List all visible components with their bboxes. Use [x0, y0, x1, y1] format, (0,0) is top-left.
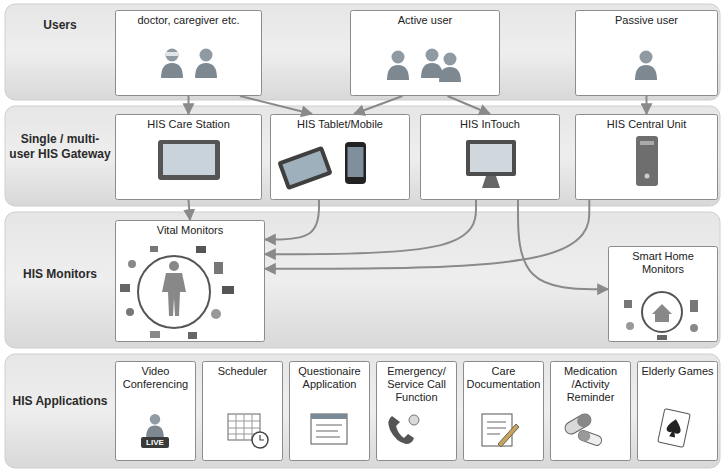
elderly-games-icon — [658, 409, 691, 448]
component-box: Elderly Games — [637, 361, 718, 461]
band-ground — [5, 4, 720, 100]
band-ground — [5, 106, 720, 206]
passive-user-icon — [635, 51, 657, 81]
band-label: Users — [9, 18, 111, 33]
connector-arrow — [448, 96, 491, 114]
component-box: Medication /Activity Reminder — [550, 361, 631, 461]
central-unit-icon — [636, 136, 658, 186]
connector-arrow — [265, 200, 319, 240]
box-label: doctor, caregiver etc. — [115, 10, 262, 27]
vital-monitors-illustration — [120, 246, 234, 339]
connector-arrow — [518, 200, 608, 289]
box-ground — [421, 115, 560, 200]
component-box: HIS InTouch — [420, 114, 560, 200]
component-box: HIS Care Station — [115, 114, 262, 200]
box-label: Vital Monitors — [115, 220, 265, 237]
box-label: Emergency/ Service Call Function — [376, 361, 457, 405]
box-label: HIS InTouch — [420, 114, 560, 131]
connector-arrow — [189, 200, 191, 220]
component-box: Passive user — [575, 10, 718, 96]
component-box: Scheduler — [202, 361, 283, 461]
smart-home-illustration — [624, 292, 698, 340]
box-label: Smart Home Monitors — [608, 246, 718, 276]
screen-caption: LIVE — [141, 437, 169, 448]
care-station-icon — [158, 140, 220, 180]
box-ground — [116, 362, 196, 461]
component-box: Smart Home Monitors — [608, 246, 718, 342]
box-label: HIS Tablet/Mobile — [270, 114, 410, 131]
box-label: Care Documentation — [463, 361, 544, 391]
box-label: Active user — [350, 10, 500, 27]
component-box: HIS Tablet/Mobile — [270, 114, 410, 200]
component-box: Questionaire Application — [289, 361, 370, 461]
connector-arrow — [240, 96, 312, 114]
medication-icon — [563, 412, 603, 447]
emergency-call-icon — [388, 415, 419, 444]
care-documentation-icon — [482, 414, 519, 447]
box-ground — [377, 362, 457, 461]
band-label: Single / multi-user HIS Gateway — [9, 132, 111, 162]
box-ground — [609, 247, 718, 342]
box-ground — [638, 362, 718, 461]
active-user-icons — [387, 49, 461, 83]
box-ground — [116, 221, 265, 342]
band-ground — [5, 354, 720, 468]
box-ground — [203, 362, 283, 461]
component-box: doctor, caregiver etc. — [115, 10, 262, 96]
box-ground — [116, 11, 262, 96]
intouch-icon — [466, 140, 516, 188]
box-ground — [351, 11, 500, 96]
component-box: Care Documentation — [463, 361, 544, 461]
component-box: Active user — [350, 10, 500, 96]
box-ground — [551, 362, 631, 461]
questionnaire-icon — [311, 414, 347, 444]
band-label: HIS Applications — [9, 394, 111, 409]
scheduler-icon — [228, 414, 268, 448]
box-label: HIS Central Unit — [575, 114, 718, 131]
layer-band: Users doctor, caregiver etc. Active user Pa… — [5, 4, 720, 100]
box-ground — [464, 362, 544, 461]
box-ground — [116, 115, 262, 200]
layer-band: HIS Monitors Vital MonitorsSmart Home Mon… — [5, 212, 720, 348]
box-label: Elderly Games — [637, 361, 718, 378]
video-conferencing-icon — [146, 414, 164, 438]
band-label: HIS Monitors — [9, 267, 111, 282]
box-ground — [290, 362, 370, 461]
component-box: Vital Monitors — [115, 220, 265, 342]
component-box: Emergency/ Service Call Function — [376, 361, 457, 461]
connector-arrow — [188, 96, 190, 114]
box-label: Passive user — [575, 10, 718, 27]
layer-band: HIS Applications Video Conferencing Schedu… — [5, 354, 720, 468]
box-label: Medication /Activity Reminder — [550, 361, 631, 405]
connector-arrow — [354, 96, 403, 114]
band-ground — [5, 212, 720, 348]
box-ground — [271, 115, 410, 200]
box-label: HIS Care Station — [115, 114, 262, 131]
tablet-mobile-icon — [277, 142, 366, 190]
box-ground — [576, 115, 718, 200]
doctor-icons — [161, 49, 217, 79]
connector-arrow — [646, 96, 648, 114]
box-label: Scheduler — [202, 361, 283, 378]
box-label: Video Conferencing — [115, 361, 196, 391]
component-box: HIS Central Unit — [575, 114, 718, 200]
box-label: Questionaire Application — [289, 361, 370, 391]
layer-band: Single / multi-user HIS GatewayHIS Care … — [5, 106, 720, 206]
connector-arrow — [265, 200, 476, 254]
box-ground — [576, 11, 718, 96]
connector-arrow — [265, 200, 589, 269]
